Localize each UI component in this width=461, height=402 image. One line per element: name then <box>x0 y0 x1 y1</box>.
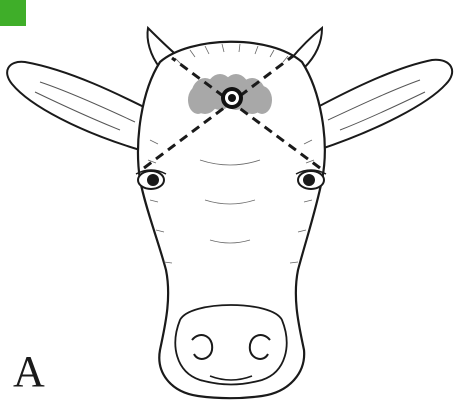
right-ear <box>312 60 452 150</box>
muzzle <box>175 305 286 385</box>
left-ear <box>7 62 150 150</box>
panel-label: A <box>13 350 45 394</box>
target-dot-icon <box>221 87 243 109</box>
